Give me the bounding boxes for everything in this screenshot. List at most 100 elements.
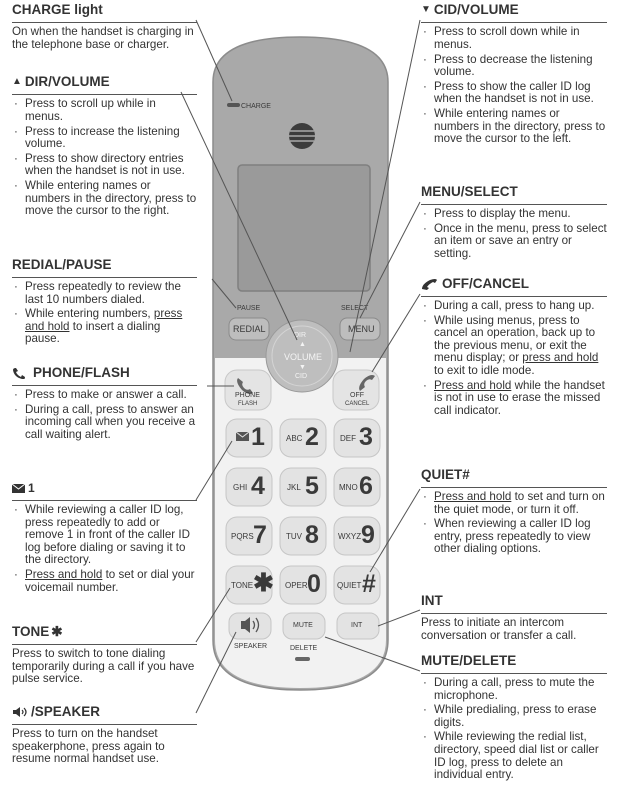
mute-delete-item: During a call, press to mute the microph…: [421, 676, 607, 702]
display-screen: [237, 164, 371, 292]
key-8-shape: [279, 516, 327, 556]
key1-item: Press and hold to set or dial your voice…: [12, 568, 197, 594]
nav-up-arrow: ▲: [299, 341, 306, 348]
cid-volume-callout: ▼CID/VOLUME Press to scroll down while i…: [421, 2, 607, 148]
phone-flash-callout: PHONE/FLASH Press to make or answer a ca…: [12, 365, 197, 443]
phone-flash-item: During a call, press to answer an incomi…: [12, 403, 197, 442]
speaker-label[interactable]: SPEAKER: [234, 643, 268, 650]
key-5-letters: JKL: [287, 483, 301, 492]
key-tone-label[interactable]: TONE: [231, 581, 254, 590]
off-cancel-item: While using menus, press to cancel an op…: [421, 314, 607, 378]
cid-volume-item: Press to decrease the listening volume.: [421, 53, 607, 79]
delete-label: DELETE: [290, 645, 318, 652]
key-1-envelope-icon: [235, 431, 250, 441]
speaker-callout: /SPEAKER Press to turn on the handset sp…: [12, 704, 197, 766]
key-0-shape: [279, 565, 327, 605]
charge-light-text: On when the handset is charging in the t…: [12, 25, 194, 51]
phone-flash-heading: PHONE/FLASH: [12, 365, 197, 386]
menu-label[interactable]: MENU: [348, 324, 375, 334]
flash-label: FLASH: [238, 401, 258, 407]
mute-key-shape: [282, 612, 326, 640]
int-label[interactable]: INT: [351, 622, 363, 629]
key-7-letters: PQRS: [231, 532, 254, 541]
tone-callout: TONE✱ Press to switch to tone dialing te…: [12, 624, 197, 686]
key-4-letters: GHI: [233, 483, 248, 492]
dir-volume-item: While entering names or numbers in the d…: [12, 179, 197, 218]
redial-pause-item: While entering numbers, press and hold t…: [12, 307, 197, 346]
nav-dir-label[interactable]: DIR: [294, 332, 307, 339]
menu-select-callout: MENU/SELECT Press to display the menu. O…: [421, 184, 607, 262]
nav-down-arrow: ▼: [299, 364, 306, 371]
key-5-shape: [279, 467, 327, 507]
nav-cid-label[interactable]: CID: [295, 373, 308, 380]
redial-pause-heading: REDIAL/PAUSE: [12, 257, 197, 278]
speaker-text: Press to turn on the handset speakerphon…: [12, 727, 165, 766]
speaker-icon: [13, 707, 27, 718]
int-text: Press to initiate an intercom conversati…: [421, 616, 577, 642]
key-2[interactable]: 2: [305, 423, 319, 451]
key-8-letters: TUV: [286, 532, 302, 541]
off-key-icon: [359, 375, 375, 391]
key-5[interactable]: 5: [305, 472, 319, 500]
triangle-down-icon: ▼: [421, 4, 431, 16]
key-3-letters: DEF: [340, 434, 356, 443]
quiet-item: Press and hold to set and turn on the qu…: [421, 490, 607, 516]
key-9[interactable]: 9: [361, 521, 375, 549]
off-cancel-item: Press and hold while the handset is not …: [421, 379, 607, 418]
cid-volume-heading: ▼CID/VOLUME: [421, 2, 607, 24]
quiet-heading: QUIET#: [421, 467, 607, 488]
key-0-letters: OPER: [285, 581, 308, 590]
triangle-up-icon: ▲: [12, 76, 22, 88]
off-cancel-heading: OFF/CANCEL: [421, 276, 607, 297]
mute-label[interactable]: MUTE: [293, 622, 313, 629]
key-2-letters: ABC: [286, 434, 303, 443]
int-callout: INT Press to initiate an intercom conver…: [421, 593, 607, 642]
key-8[interactable]: 8: [305, 521, 319, 549]
dir-volume-item: Press to scroll up while in menus.: [12, 98, 197, 123]
redial-label[interactable]: REDIAL: [233, 324, 266, 334]
key-6-letters: MNO: [339, 483, 358, 492]
key1-heading: 1: [12, 480, 197, 501]
phone-label[interactable]: PHONE: [235, 392, 260, 399]
dir-volume-item: Press to increase the listening volume.: [12, 125, 197, 151]
envelope-icon: [12, 484, 25, 494]
cancel-label: CANCEL: [345, 401, 370, 407]
dir-volume-heading: ▲DIR/VOLUME: [12, 74, 197, 96]
redial-pause-item: Press repeatedly to review the last 10 n…: [12, 280, 197, 306]
phone-handset-icon: [13, 368, 25, 380]
speaker-heading: /SPEAKER: [12, 704, 197, 725]
key-4[interactable]: 4: [251, 472, 265, 500]
key-quiet-hash-icon: #: [362, 570, 376, 598]
select-label: SELECT: [341, 305, 369, 312]
charge-label: CHARGE: [241, 103, 271, 110]
charge-led: [227, 103, 240, 107]
hang-up-icon: [422, 279, 437, 291]
charge-light-heading: CHARGE light: [12, 2, 197, 23]
off-label[interactable]: OFF: [350, 392, 364, 399]
mute-delete-item: While reviewing the redial list, directo…: [421, 731, 607, 781]
dir-volume-callout: ▲DIR/VOLUME Press to scroll up while in …: [12, 74, 197, 220]
key-0[interactable]: 0: [307, 570, 321, 598]
off-key-shape: [332, 369, 380, 411]
key-quiet-shape: [333, 565, 381, 605]
key-7-shape: [225, 516, 273, 556]
charge-light-callout: CHARGE light On when the handset is char…: [12, 2, 197, 51]
key-3[interactable]: 3: [359, 423, 373, 451]
key-7[interactable]: 7: [253, 521, 267, 549]
quiet-callout: QUIET# Press and hold to set and turn on…: [421, 467, 607, 558]
nav-volume-label: VOLUME: [284, 352, 323, 362]
key1-callout: 1 While reviewing a caller ID log, press…: [12, 480, 197, 596]
tone-star-icon: ✱: [51, 624, 63, 639]
key-tone-star-icon: ✱: [253, 569, 274, 597]
off-cancel-item: During a call, press to hang up.: [421, 299, 607, 313]
key-1[interactable]: 1: [251, 423, 265, 451]
key-6-shape: [333, 467, 381, 507]
key-quiet-label[interactable]: QUIET: [337, 581, 362, 590]
att-logo: [289, 123, 315, 149]
mute-delete-item: While predialing, press to erase digits.: [421, 703, 607, 729]
cid-volume-item: Press to scroll down while in menus.: [421, 26, 607, 51]
menu-select-heading: MENU/SELECT: [421, 184, 607, 205]
key-9-letters: WXYZ: [338, 532, 362, 541]
mute-delete-callout: MUTE/DELETE During a call, press to mute…: [421, 653, 607, 784]
key-6[interactable]: 6: [359, 472, 373, 500]
